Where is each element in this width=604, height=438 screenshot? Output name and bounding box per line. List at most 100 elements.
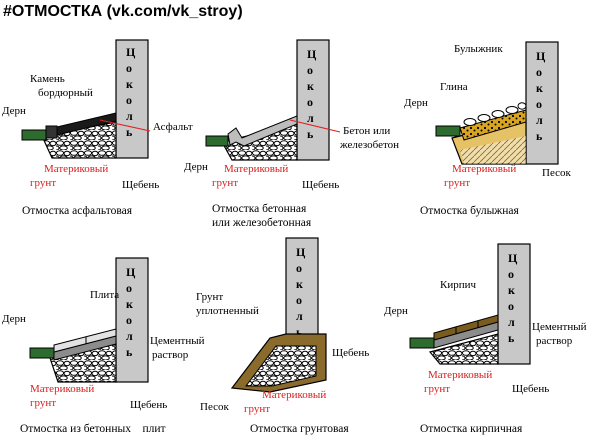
plinth-letter: о xyxy=(126,313,132,327)
caption-earth: Отмостка грунтовая xyxy=(250,423,349,435)
plinth-letter: Ц xyxy=(126,45,136,59)
pointer-asphalt xyxy=(99,119,151,132)
plinth-letter: ь xyxy=(508,331,515,345)
caption-asphalt: Отмостка асфальтовая xyxy=(22,205,133,217)
plinth-letter: Ц xyxy=(508,251,518,265)
panel-earth: Ц о к о л ь Грунт уплотненный Щебень Пес… xyxy=(196,237,369,435)
plinth-letter: ь xyxy=(536,129,543,143)
label-sand: Песок xyxy=(200,401,229,413)
plinth-letter: о xyxy=(296,293,302,307)
plinth-letter: л xyxy=(126,109,133,123)
plinth-letter: л xyxy=(126,329,133,343)
label-turf: Дерн xyxy=(404,97,428,109)
plinth: Ц о к о л ь xyxy=(497,243,531,365)
label-soil: Материковый xyxy=(44,163,108,175)
plinth-letter: к xyxy=(126,77,133,91)
panel-brick: Ц о к о л ь Дерн Кирпич Цементный раство… xyxy=(384,243,587,435)
label-gravel: Щебень xyxy=(332,347,369,359)
plinth: Ц о к о л ь xyxy=(525,41,559,165)
label-gravel: Щебень xyxy=(302,179,339,191)
plinth-letter: л xyxy=(296,309,303,323)
curb-stone xyxy=(45,125,58,139)
label-soil: грунт xyxy=(30,177,56,189)
plinth-letter: о xyxy=(307,95,313,109)
plinth-letter: л xyxy=(307,111,314,125)
plinth-letter: к xyxy=(126,297,133,311)
label-rammed-earth: уплотненный xyxy=(196,305,259,317)
slab-layer xyxy=(53,328,117,353)
plinth-letter: Ц xyxy=(126,265,136,279)
plinth-letter: к xyxy=(508,283,515,297)
plinth: Ц о к о л ь xyxy=(115,257,149,383)
label-mortar: раствор xyxy=(152,349,189,361)
label-soil: грунт xyxy=(444,177,470,189)
label-slab: Плита xyxy=(90,289,119,301)
panel-slab: Ц о к о л ь Дерн Плита Цементный раствор… xyxy=(2,257,205,435)
hatch-fill xyxy=(460,136,526,164)
caption-concrete: или железобетонная xyxy=(212,217,312,229)
plinth-letter: Ц xyxy=(296,245,306,259)
label-cobble: Булыжник xyxy=(454,43,503,55)
label-concrete: Бетон или xyxy=(343,125,390,137)
label-soil: грунт xyxy=(212,177,238,189)
label-clay: Глина xyxy=(440,81,468,93)
label-sand: Песок xyxy=(542,167,571,179)
plinth-letter: о xyxy=(296,261,302,275)
caption-slab: Отмостка из бетонных плит xyxy=(20,423,166,435)
label-soil: Материковый xyxy=(262,389,326,401)
plinth-letter: Ц xyxy=(307,47,317,61)
cobble-stones xyxy=(463,102,527,126)
label-soil: Материковый xyxy=(224,163,288,175)
plinth-letter: л xyxy=(508,315,515,329)
label-soil: грунт xyxy=(30,397,56,409)
plinth-letter: к xyxy=(307,79,314,93)
pointer-concrete xyxy=(289,119,341,133)
plinth-letter: ь xyxy=(296,325,303,339)
turf-block xyxy=(21,129,47,141)
label-mortar: раствор xyxy=(536,335,573,347)
label-mortar: Цементный xyxy=(532,321,587,333)
panel-cobble: Ц о к о л ь Дерн Булыжник Глина Песок Ма… xyxy=(404,41,571,217)
plinth-letter: о xyxy=(126,61,132,75)
asphalt-layer xyxy=(56,112,117,136)
label-turf: Дерн xyxy=(2,105,26,117)
gravel-bed xyxy=(428,333,499,365)
turf-block xyxy=(205,135,229,147)
plinth: Ц о к о л ь xyxy=(115,39,149,159)
label-turf: Дерн xyxy=(384,305,408,317)
caption-concrete: Отмостка бетонная xyxy=(212,203,307,215)
label-curb: Камень xyxy=(30,73,65,85)
plinth-letter: о xyxy=(536,97,542,111)
plinth-letter: о xyxy=(536,65,542,79)
label-brick: Кирпич xyxy=(440,279,476,291)
plinth-letter: ь xyxy=(126,125,133,139)
label-soil: Материковый xyxy=(452,163,516,175)
plinth-letter: о xyxy=(508,267,514,281)
turf-block xyxy=(409,337,435,349)
clay-layer xyxy=(459,109,527,141)
label-asphalt: Асфальт xyxy=(153,121,193,133)
plinth-letter: о xyxy=(126,93,132,107)
gravel-bed xyxy=(245,345,317,387)
plinth-letter: к xyxy=(536,81,543,95)
label-gravel: Щебень xyxy=(130,399,167,411)
label-turf: Дерн xyxy=(184,161,208,173)
concrete-slab xyxy=(227,115,298,147)
plinth-letter: ь xyxy=(307,127,314,141)
plinth-letter: ь xyxy=(126,345,133,359)
panel-asphalt: Ц о к о л ь Дерн Камень бордюрный Асфаль… xyxy=(2,39,193,217)
page-heading: #ОТМОСТКА (vk.com/vk_stroy) xyxy=(3,3,243,20)
label-gravel: Щебень xyxy=(512,383,549,395)
plinth-letter: к xyxy=(296,277,303,291)
plinth-letter: Ц xyxy=(536,49,546,63)
label-curb: бордюрный xyxy=(38,87,93,99)
plinth-letter: л xyxy=(536,113,543,127)
brick-layer xyxy=(433,314,499,341)
caption-brick: Отмостка кирпичная xyxy=(420,423,523,435)
label-soil: Материковый xyxy=(428,369,492,381)
turf-block xyxy=(435,125,461,137)
label-gravel: Щебень xyxy=(122,179,159,191)
label-rammed-earth: Грунт xyxy=(196,291,223,303)
plinth-letter: о xyxy=(508,299,514,313)
